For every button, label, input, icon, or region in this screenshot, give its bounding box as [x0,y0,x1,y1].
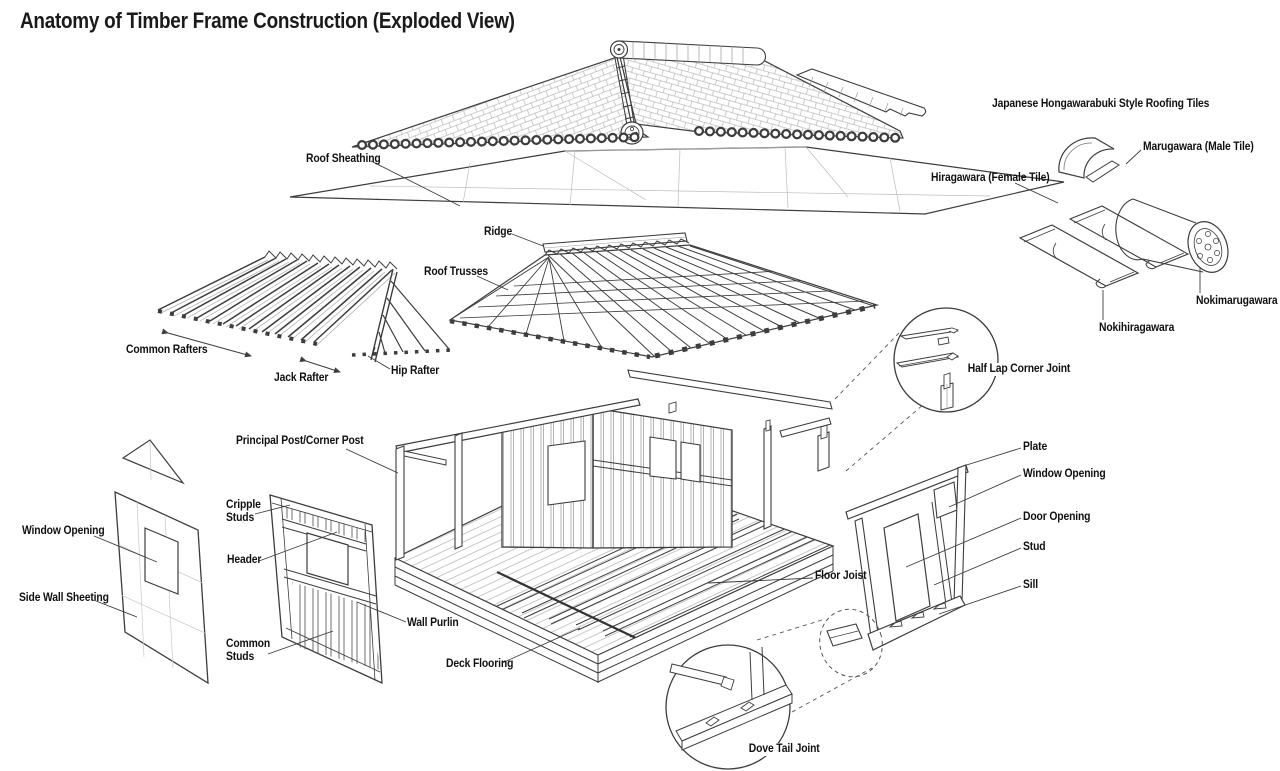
page-title: Anatomy of Timber Frame Construction (Ex… [20,8,515,33]
label-common-rafters: Common Rafters [126,344,208,356]
label-sill: Sill [1023,579,1038,591]
label-ridge: Ridge [484,226,513,238]
label-window-opening-left: Window Opening [22,525,105,537]
rafters-drawing [157,250,453,374]
label-stud: Stud [1023,541,1046,553]
label-principal-post: Principal Post/Corner Post [236,435,364,447]
label-roof-sheathing: Roof Sheathing [306,153,381,165]
label-deck-flooring: Deck Flooring [446,658,514,670]
roofing-tiles-drawing [1018,137,1229,289]
dove-tail-joint-detail [665,619,873,770]
tiles-section-heading: Japanese Hongawarabuki Style Roofing Til… [992,98,1210,110]
label-wall-purlin: Wall Purlin [407,617,459,629]
label-nokihiragawara: Nokihiragawara [1099,322,1175,334]
label-roof-trusses: Roof Trusses [424,266,488,278]
label-header: Header [227,554,262,566]
roof-sheathing-drawing [289,146,1065,215]
side-wall-sheeting-drawing [114,439,209,685]
label-marugawara: Marugawara (Male Tile) [1143,141,1254,153]
label-hiragawara: Hiragawara (Female Tile) [931,172,1050,184]
label-cripple-studs: Cripple Studs [226,499,261,524]
leader-lines [93,149,1201,664]
half-lap-joint-detail [834,307,999,472]
label-jack-rafter: Jack Rafter [274,372,329,384]
label-door-opening: Door Opening [1023,511,1091,523]
label-hip-rafter: Hip Rafter [391,365,440,377]
ridge-board-drawing [542,232,688,253]
label-floor-joist: Floor Joist [815,570,867,582]
tiled-roof-drawing [351,40,927,150]
timber-frame-drawing [393,369,835,683]
label-half-lap-corner-joint: Half Lap Corner Joint [966,363,1073,376]
roof-trusses-drawing [448,238,880,360]
label-plate: Plate [1023,441,1048,453]
door-wall-drawing [819,464,969,678]
label-side-wall-sheeting: Side Wall Sheeting [19,592,109,604]
label-dove-tail-joint: Dove Tail Joint [747,743,822,756]
window-wall-drawing [269,494,383,685]
label-nokimarugawara: Nokimarugawara [1196,295,1278,307]
label-common-studs: Common Studs [226,638,271,663]
label-window-opening-right: Window Opening [1023,468,1106,480]
